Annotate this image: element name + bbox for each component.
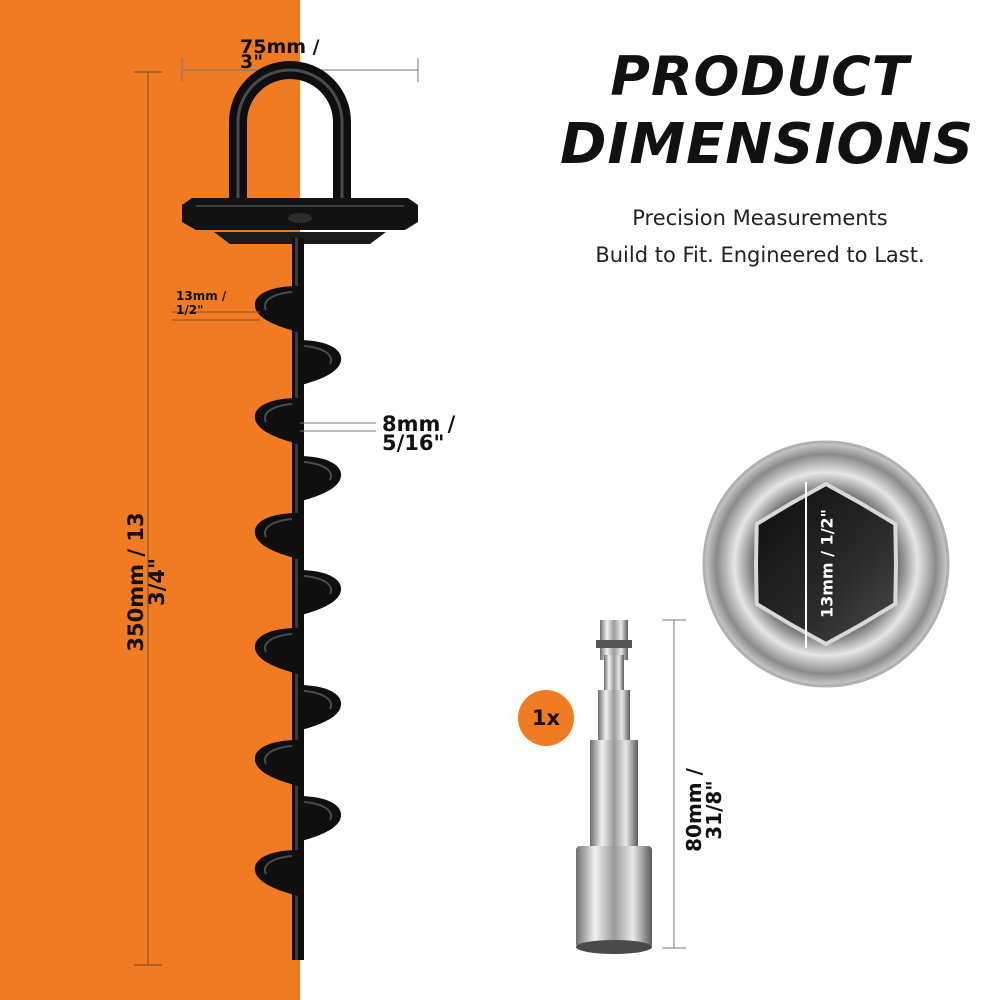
- shaft-mm-text: 8mm /: [382, 412, 456, 436]
- subtitle-line-1: Precision Measurements: [632, 206, 888, 230]
- socket-closeup: [702, 440, 950, 688]
- spiral-flight-highlight: [303, 575, 332, 595]
- hex-size-label: 13mm / 1/2": [817, 508, 837, 619]
- spiral-flight: [298, 456, 342, 502]
- orange-background-panel: [0, 0, 300, 1000]
- anchor-base-plate: [182, 198, 418, 244]
- spiral-flight: [254, 513, 298, 559]
- spiral-flight-highlight: [264, 291, 293, 311]
- heading-line-2: DIMENSIONS: [560, 112, 975, 177]
- bit-length-dimension-line: [662, 619, 686, 949]
- spiral-flight: [298, 685, 342, 731]
- spiral-flight-highlight: [264, 403, 293, 423]
- spiral-flight-highlight: [303, 345, 332, 365]
- bit-length-inch-text: 31/8": [702, 780, 726, 840]
- spiral-flight-highlight: [264, 745, 293, 765]
- length-inch-text: 3/4": [145, 558, 169, 606]
- width-mm-text: 75mm /: [240, 36, 320, 58]
- bit-length-label: 80mm / 31/8": [682, 750, 726, 870]
- spiral-flight-highlight: [303, 690, 332, 710]
- spiral-flight: [298, 340, 342, 386]
- width-label: 75mm / 3": [240, 38, 320, 72]
- width-inch-text: 3": [240, 51, 264, 73]
- length-label: 350mm / 13 3/4": [124, 492, 169, 672]
- length-mm-text: 350mm / 13: [124, 512, 148, 652]
- flight-thickness-label: 13mm / 1/2": [176, 290, 226, 316]
- socket-bit: [576, 620, 652, 954]
- quantity-badge: 1x: [518, 690, 574, 746]
- spiral-flight-highlight: [264, 633, 293, 653]
- shaft-diameter-label: 8mm / 5/16": [382, 414, 455, 454]
- anchor-loop: [229, 61, 351, 210]
- flight-mm-text: 13mm /: [176, 289, 227, 303]
- spiral-flight-highlight: [264, 855, 293, 875]
- spiral-flight: [254, 628, 298, 674]
- flight-inch-text: 1/2": [176, 303, 204, 317]
- spiral-flight: [254, 740, 298, 786]
- spiral-flight: [254, 850, 298, 896]
- anchor-spiral-flights: [254, 286, 342, 896]
- flight-thickness-marker: [172, 311, 260, 321]
- shaft-inch-text: 5/16": [382, 431, 445, 455]
- length-dimension-line: [134, 71, 162, 966]
- bit-length-mm-text: 80mm /: [682, 768, 706, 852]
- spiral-flight-highlight: [264, 518, 293, 538]
- shaft-diameter-marker: [300, 422, 376, 432]
- subtitle-line-2: Build to Fit. Engineered to Last.: [595, 243, 925, 267]
- spiral-flight: [254, 286, 298, 332]
- spiral-flight: [254, 398, 298, 444]
- spiral-flight: [298, 570, 342, 616]
- spiral-flight: [298, 796, 342, 842]
- spiral-flight-highlight: [303, 801, 332, 821]
- heading-line-1: PRODUCT: [610, 45, 910, 108]
- spiral-flight-highlight: [303, 461, 332, 481]
